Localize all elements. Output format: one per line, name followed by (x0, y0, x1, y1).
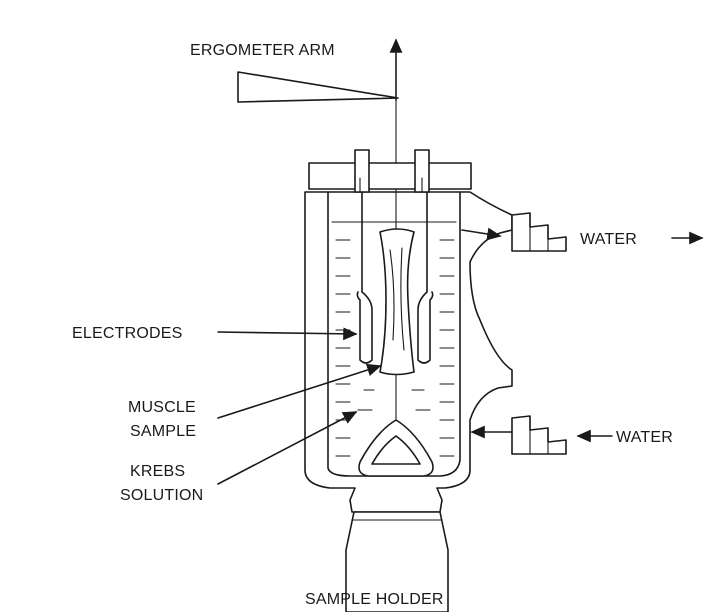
label-krebs-line2: SOLUTION (120, 487, 203, 504)
muscle-sample-leader (217, 363, 382, 419)
label-water-in: WATER (616, 429, 673, 446)
electrodes (356, 191, 434, 364)
ergometer-arm (237, 38, 403, 233)
label-muscle-line2: SAMPLE (130, 423, 196, 440)
label-krebs-line1: KREBS (130, 463, 185, 480)
water-outlet-nozzle (511, 212, 567, 252)
label-electrodes: ELECTRODES (72, 325, 182, 342)
krebs-solution-leader (217, 411, 358, 485)
water-inlet-nozzle (511, 415, 567, 455)
sample-holder (345, 419, 449, 612)
top-cap (308, 149, 472, 193)
electrodes-leader (217, 327, 358, 341)
label-muscle-line1: MUSCLE (128, 399, 196, 416)
inner-flow-arrow-out (461, 227, 502, 241)
label-ergometer-arm: ERGOMETER ARM (190, 42, 335, 59)
muscle-sample (379, 228, 415, 421)
label-water-out: WATER (580, 231, 637, 248)
krebs-solution-hatching (331, 221, 457, 457)
label-sample-holder: SAMPLE HOLDER (305, 591, 444, 608)
